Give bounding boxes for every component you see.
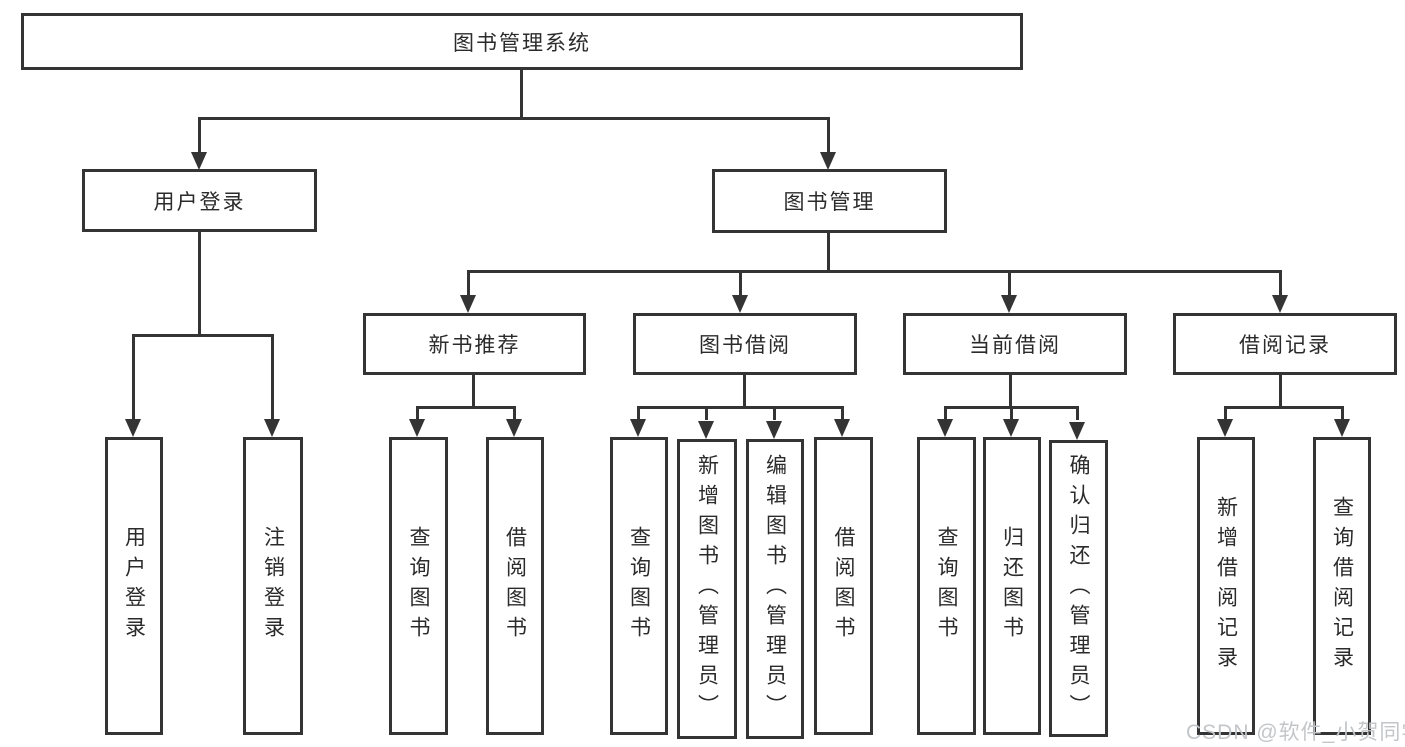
arrow-down-icon — [937, 419, 953, 437]
connector-line — [520, 70, 523, 119]
arrow-down-icon — [1003, 419, 1019, 437]
leaf-user-login: 用户登录 — [105, 437, 163, 735]
connector-line — [705, 406, 708, 420]
connector-line — [198, 232, 201, 336]
leaf-return-books: 归还图书 — [983, 437, 1041, 735]
leaf-borrow-books-recommend: 借阅图书 — [486, 437, 544, 735]
csdn-watermark: CSDN @软件_小贺同学 — [1186, 721, 1405, 744]
connector-line — [1008, 270, 1011, 296]
arrow-down-icon — [1217, 419, 1233, 437]
connector-line — [739, 270, 742, 296]
connector-line — [944, 406, 947, 420]
connector-line — [513, 406, 516, 420]
node-book-management-branch: 图书管理 — [712, 169, 947, 233]
leaf-borrow-books: 借阅图书 — [814, 437, 873, 735]
arrow-down-icon — [506, 419, 522, 437]
node-label: 当前借阅 — [969, 334, 1061, 357]
node-label: 确认归还（管理员） — [1067, 453, 1090, 724]
leaf-add-books-admin: 新增图书（管理员） — [677, 439, 737, 739]
leaf-confirm-return-admin: 确认归还（管理员） — [1049, 440, 1108, 737]
node-library-management-system: 图书管理系统 — [21, 13, 1023, 70]
leaf-query-books-current: 查询图书 — [917, 437, 976, 735]
arrow-down-icon — [1001, 295, 1017, 313]
leaf-query-borrow-record: 查询借阅记录 — [1313, 437, 1371, 735]
arrow-down-icon — [630, 419, 646, 437]
leaf-query-books-recommend: 查询图书 — [389, 437, 448, 735]
connector-line — [198, 117, 830, 120]
arrow-down-icon — [766, 421, 782, 439]
connector-line — [132, 334, 274, 337]
node-label: 查询图书 — [935, 526, 958, 646]
arrow-down-icon — [698, 421, 714, 439]
node-user-login-branch: 用户登录 — [82, 169, 317, 232]
arrow-down-icon — [264, 419, 280, 437]
node-label: 图书借阅 — [699, 334, 791, 357]
connector-line — [198, 117, 201, 155]
connector-line — [1010, 406, 1013, 420]
arrow-down-icon — [732, 295, 748, 313]
leaf-logout: 注销登录 — [243, 437, 303, 735]
connector-line — [472, 375, 475, 408]
node-label: 查询图书 — [407, 526, 430, 646]
connector-line — [1076, 406, 1079, 420]
connector-line — [132, 334, 135, 420]
connector-line — [1224, 406, 1343, 409]
arrow-down-icon — [125, 419, 141, 437]
node-label: 借阅图书 — [503, 526, 527, 646]
arrow-down-icon — [1069, 422, 1085, 440]
connector-line — [467, 270, 470, 296]
node-label: 编辑图书（管理员） — [763, 454, 787, 724]
leaf-add-borrow-record: 新增借阅记录 — [1197, 437, 1255, 735]
arrow-down-icon — [1272, 295, 1288, 313]
node-label: 新书推荐 — [428, 334, 521, 357]
connector-line — [416, 406, 419, 420]
connector-line — [827, 117, 830, 155]
connector-line — [637, 406, 843, 409]
connector-line — [1224, 406, 1227, 420]
node-borrowing-records: 借阅记录 — [1173, 313, 1397, 375]
node-label: 借阅记录 — [1239, 334, 1331, 357]
arrow-down-icon — [820, 152, 836, 170]
node-label: 查询图书 — [627, 526, 651, 646]
node-current-borrowing: 当前借阅 — [903, 313, 1127, 375]
connector-line — [1279, 375, 1282, 408]
connector-line — [1279, 270, 1282, 296]
node-label: 用户登录 — [153, 190, 246, 214]
connector-line — [841, 406, 844, 420]
arrow-down-icon — [1334, 419, 1350, 437]
node-book-borrowing: 图书借阅 — [633, 313, 857, 375]
node-label: 新增图书（管理员） — [695, 454, 719, 724]
arrow-down-icon — [409, 419, 425, 437]
arrow-down-icon — [460, 295, 476, 313]
node-label: 查询借阅记录 — [1330, 496, 1354, 676]
connector-line — [467, 270, 1282, 273]
node-label: 用户登录 — [122, 526, 146, 646]
connector-line — [1341, 406, 1344, 420]
connector-line — [743, 375, 746, 408]
connector-line — [1009, 375, 1012, 408]
node-label: 借阅图书 — [832, 526, 855, 646]
node-label: 新增借阅记录 — [1214, 496, 1238, 676]
arrow-down-icon — [191, 152, 207, 170]
node-new-book-recommendation: 新书推荐 — [363, 313, 586, 375]
arrow-down-icon — [834, 419, 850, 437]
connector-line — [637, 406, 640, 420]
leaf-query-books-borrowing: 查询图书 — [610, 437, 668, 735]
connector-line — [773, 406, 776, 420]
node-label: 图书管理系统 — [453, 31, 591, 55]
node-label: 归还图书 — [1000, 526, 1024, 646]
connector-line — [827, 233, 830, 272]
leaf-edit-books-admin: 编辑图书（管理员） — [746, 439, 804, 739]
connector-line — [416, 406, 516, 409]
node-label: 注销登录 — [261, 526, 285, 646]
node-label: 图书管理 — [783, 191, 876, 214]
connector-line — [271, 334, 274, 420]
